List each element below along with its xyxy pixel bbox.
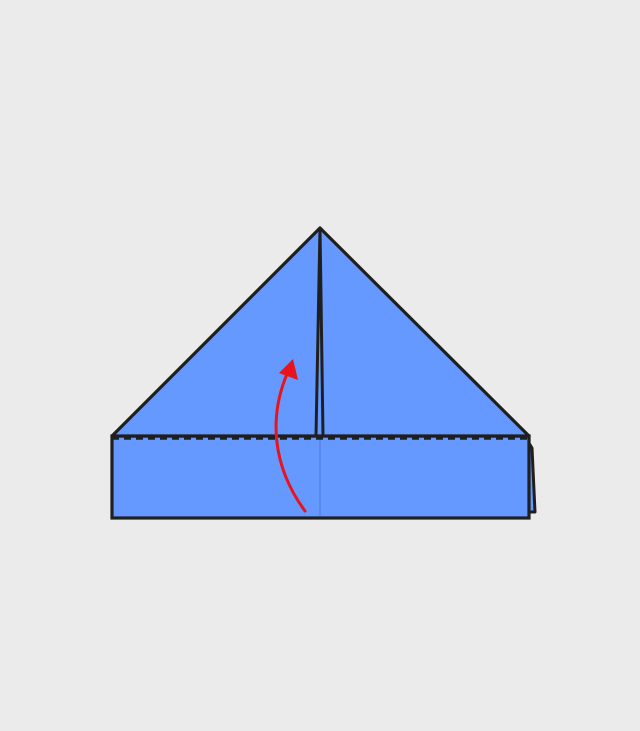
- fold-up-arrow: [274, 372, 307, 513]
- center-edge-line: [314, 226, 325, 437]
- arrow-head-icon: [279, 359, 298, 380]
